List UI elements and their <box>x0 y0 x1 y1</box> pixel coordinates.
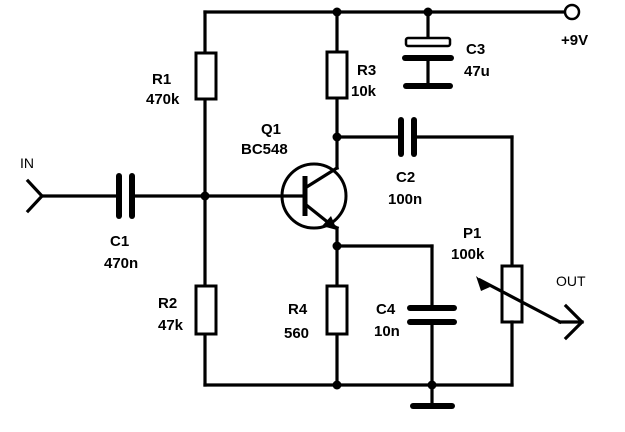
junction-dots <box>200 7 437 390</box>
label-p1-value: 100k <box>451 246 485 263</box>
capacitor-c2 <box>398 117 417 157</box>
supply-rail <box>203 3 581 21</box>
label-r3-name: R3 <box>357 62 376 79</box>
label-c2-name: C2 <box>396 169 415 186</box>
label-q1-name: Q1 <box>261 121 281 138</box>
c4-wire <box>335 244 434 387</box>
label-r4-value: 560 <box>284 325 309 342</box>
label-r3-value: 10k <box>351 83 377 100</box>
potentiometer-p1 <box>476 135 563 387</box>
resistor-r4 <box>325 284 349 336</box>
output-arrow <box>558 303 585 341</box>
capacitor-c3 <box>402 10 454 89</box>
label-r1-value: 470k <box>146 91 180 108</box>
label-r2-name: R2 <box>158 295 177 312</box>
label-q1-value: BC548 <box>241 141 288 158</box>
label-c1-value: 470n <box>104 255 138 272</box>
transistor-q1 <box>280 162 348 231</box>
label-in: IN <box>20 155 34 171</box>
capacitor-c4 <box>407 305 457 325</box>
resistor-r1 <box>194 51 218 101</box>
label-r4-name: R4 <box>288 301 308 318</box>
label-c3-value: 47u <box>464 63 490 80</box>
label-out: OUT <box>556 273 586 289</box>
label-r2-value: 47k <box>158 317 184 334</box>
label-p1-name: P1 <box>463 225 481 242</box>
label-supply: +9V <box>561 32 588 49</box>
label-c3-name: C3 <box>466 41 485 58</box>
label-c4-name: C4 <box>376 301 396 318</box>
label-r1-name: R1 <box>152 71 171 88</box>
resistor-r2 <box>194 284 218 336</box>
label-c4-value: 10n <box>374 323 400 340</box>
input-arrow <box>25 178 45 214</box>
label-c1-name: C1 <box>110 233 129 250</box>
resistor-r3 <box>325 50 349 100</box>
capacitor-c1 <box>116 173 135 219</box>
label-c2-value: 100n <box>388 191 422 208</box>
